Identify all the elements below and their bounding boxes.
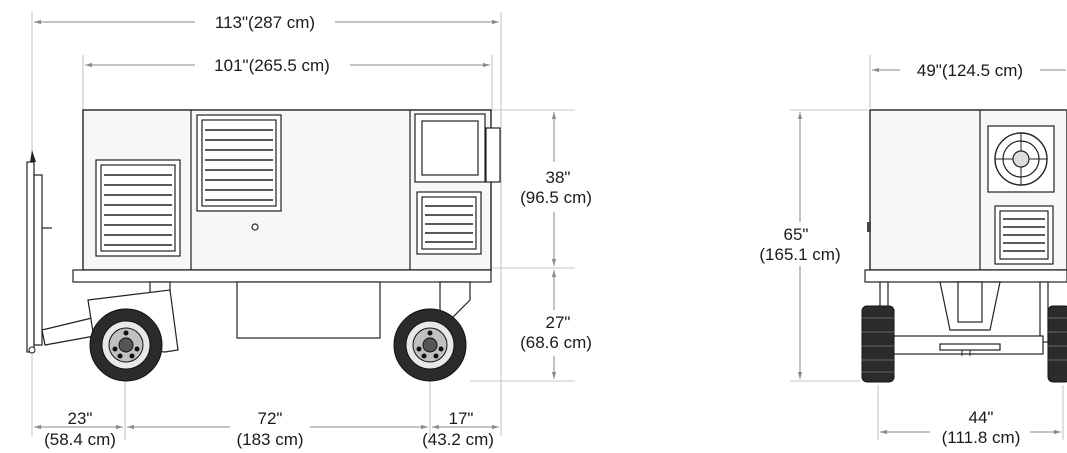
wheelbase-cm-label: (183 cm) <box>236 430 303 449</box>
overall-width-label: 49"(124.5 cm) <box>917 61 1023 80</box>
fan-icon <box>987 125 1055 193</box>
center-louver-icon <box>196 114 282 212</box>
wheelbase-in-label: 72" <box>258 409 283 428</box>
rear-overhang-cm-label: (43.2 cm) <box>422 430 494 449</box>
track-width-cm-label: (111.8 cm) <box>942 428 1021 447</box>
side-view: 113"(287 cm) 101"(265.5 cm) 38" (96.5 cm… <box>26 12 592 449</box>
front-overhang-cm-label: (58.4 cm) <box>44 430 116 449</box>
rear-overhang-in-label: 17" <box>449 409 474 428</box>
front-wheel-icon <box>89 308 163 382</box>
right-louver-icon <box>416 191 482 255</box>
upper-height-cm-label: (96.5 cm) <box>520 188 592 207</box>
overall-height-in-label: 65" <box>784 225 809 244</box>
door-lock-icon <box>251 223 259 231</box>
towbar-icon <box>26 150 101 354</box>
fuel-tank <box>236 281 381 339</box>
chassis-frame <box>72 269 492 283</box>
front-chassis <box>864 269 1067 283</box>
upper-height-in-label: 38" <box>546 168 571 187</box>
front-overhang-in-label: 23" <box>68 409 93 428</box>
rear-wheel-icon <box>393 308 467 382</box>
left-louver-icon <box>95 159 181 257</box>
lower-height-cm-label: (68.6 cm) <box>520 333 592 352</box>
body-length-label: 101"(265.5 cm) <box>214 56 330 75</box>
front-view: 49"(124.5 cm) 65" (165.1 cm) 44" (111.8 … <box>759 55 1067 447</box>
overall-length-label: 113"(287 cm) <box>215 13 315 32</box>
overall-height-cm-label: (165.1 cm) <box>759 245 840 264</box>
right-tire-icon <box>1047 305 1067 383</box>
track-width-in-label: 44" <box>969 408 994 427</box>
left-tire-icon <box>861 305 895 383</box>
front-louver-icon <box>994 205 1054 265</box>
lower-height-in-label: 27" <box>546 313 571 332</box>
